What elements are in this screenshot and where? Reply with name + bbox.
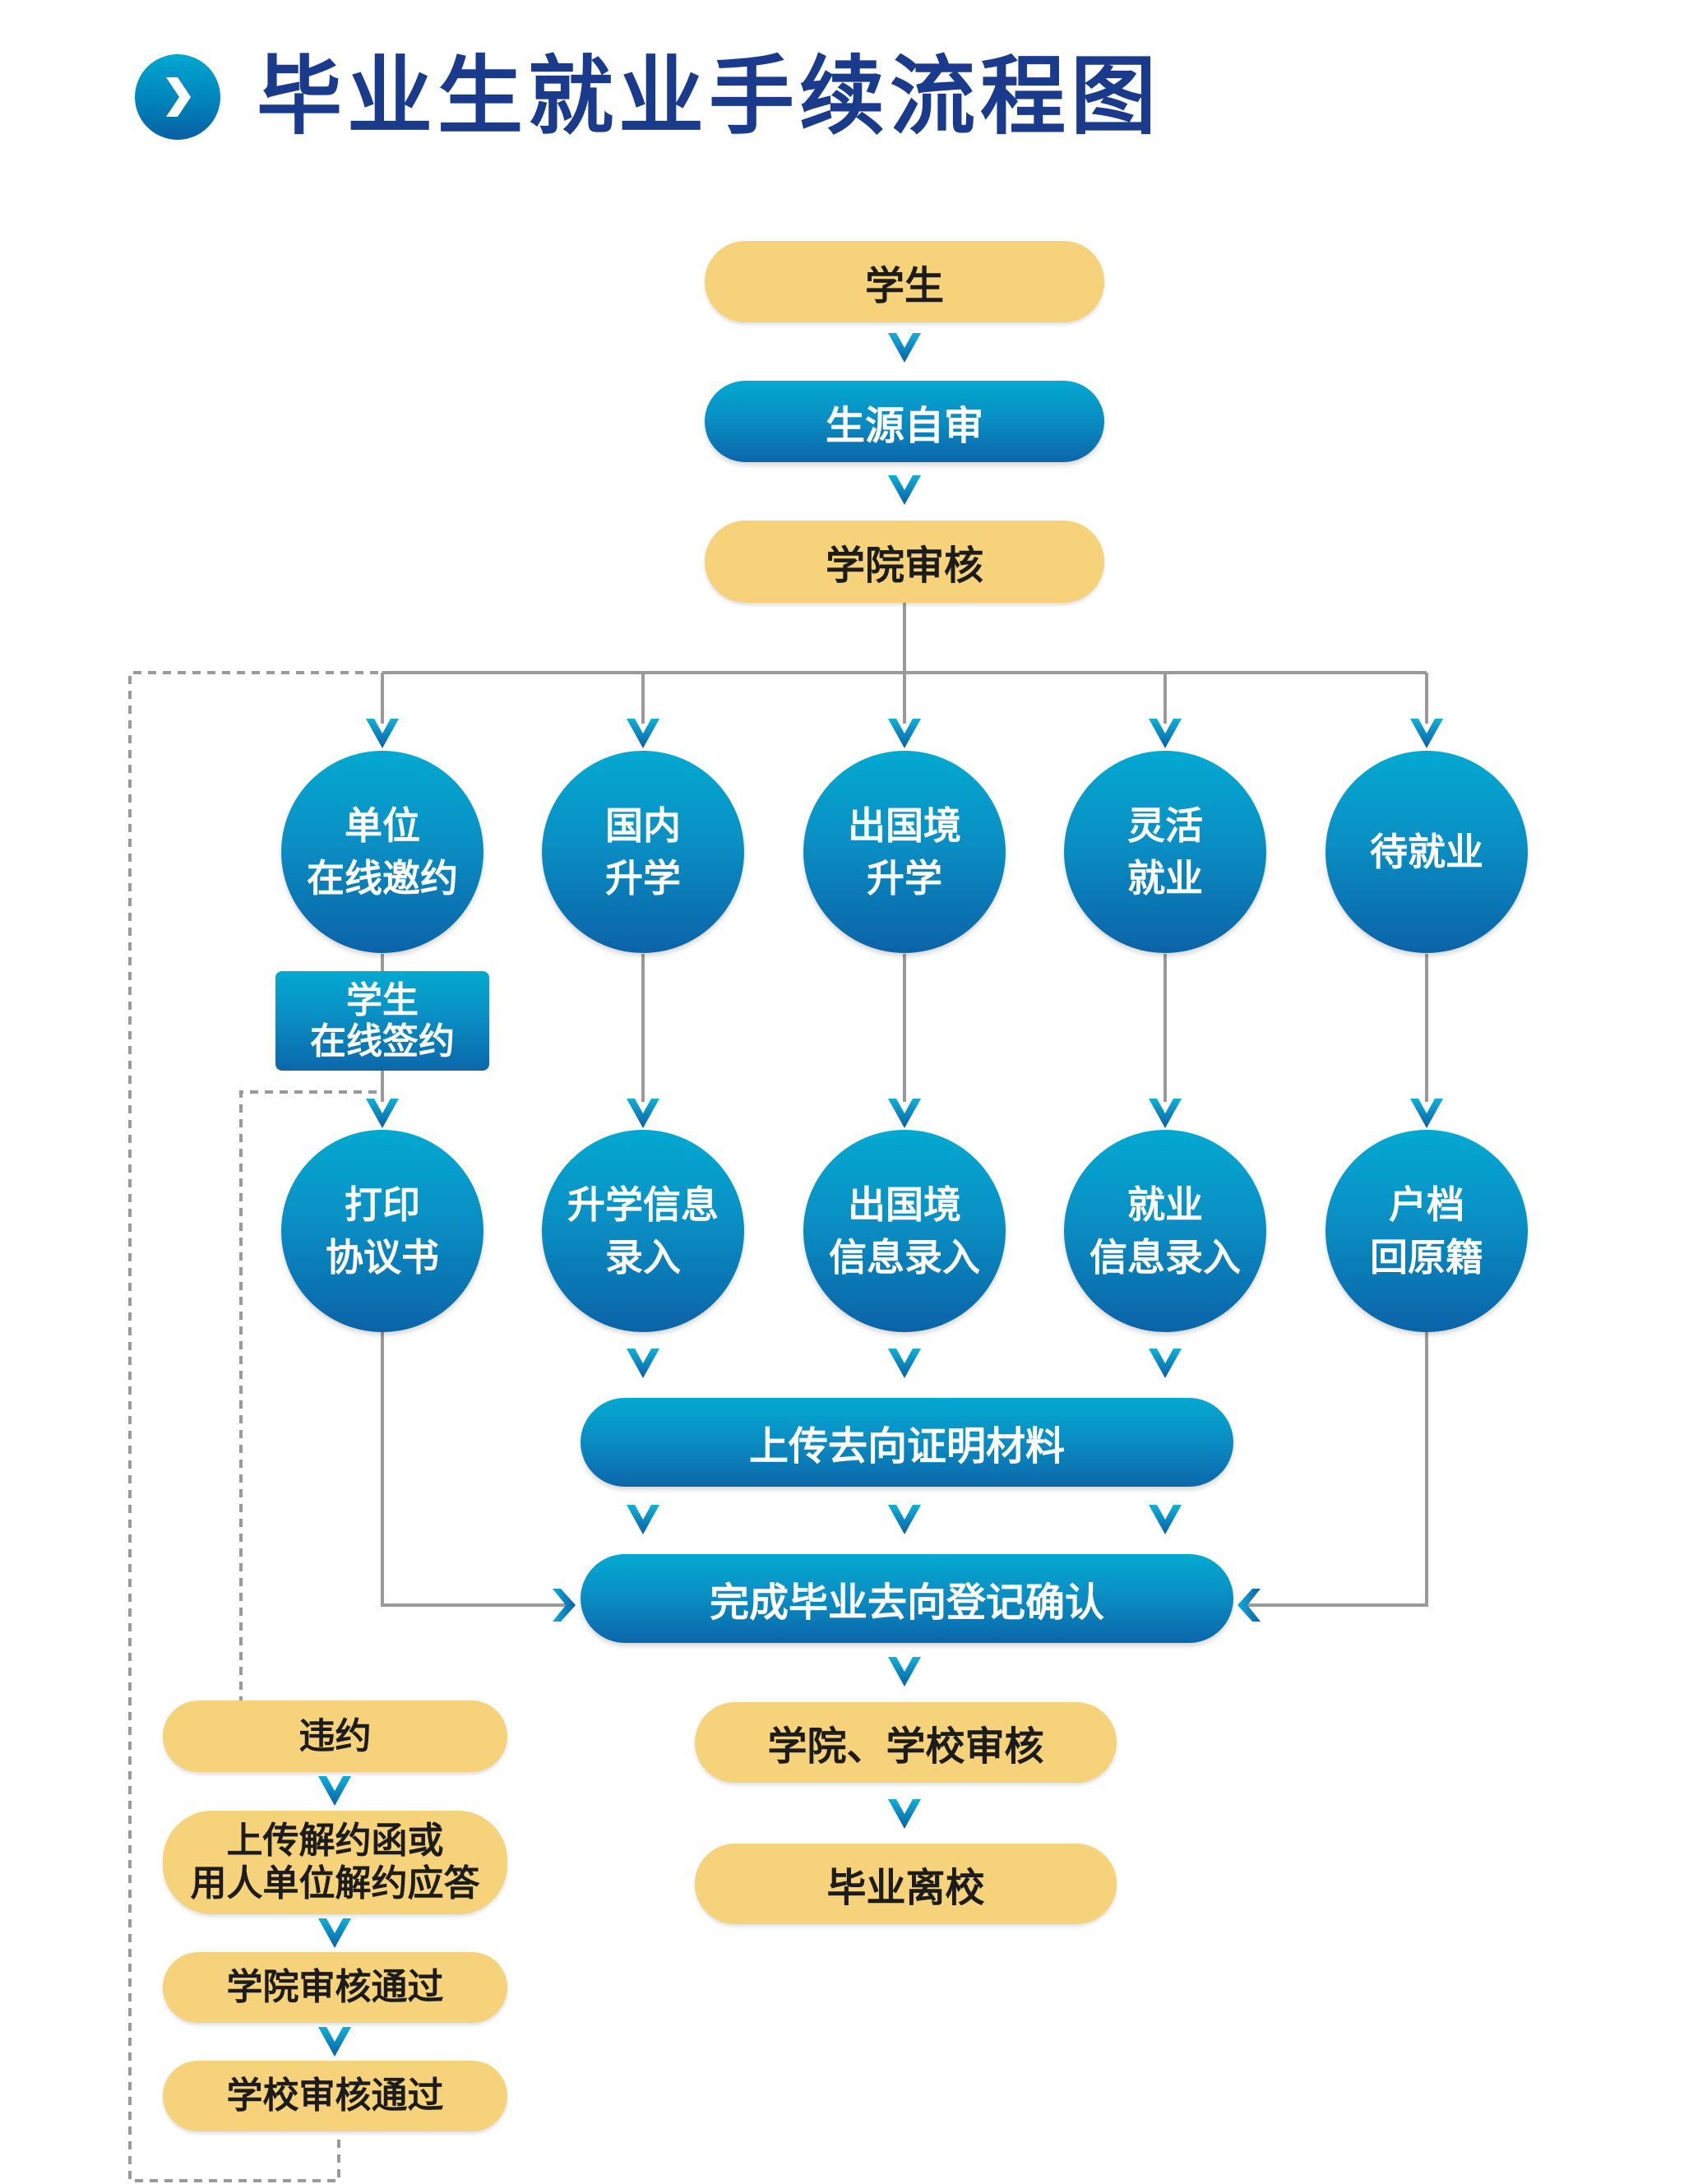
node-label-line: 升学 [605,856,681,900]
node-label-line: 出国境 [848,1182,961,1227]
node-label: 生源自审 [825,402,983,449]
node-label-line: 待就业 [1370,830,1483,874]
dashed-loop-outer [128,671,378,2182]
left-return-line [381,1332,567,1607]
node-final-review: 学院、学校审核 [695,1702,1117,1783]
node-label: 学院审核通过 [226,1966,444,2008]
node-label-line: 信息录入 [1090,1235,1241,1279]
node-label-line: 学生 [346,979,419,1021]
node-label-line: 在线邀约 [307,856,458,900]
node-pending-employment: 待就业 [1325,751,1528,953]
node-employer-invite: 单位在线邀约 [281,751,483,953]
right-return-line [1246,1332,1428,1607]
node-label: 学院审核 [825,543,983,589]
node-print-agreement: 打印协议书 [281,1130,483,1332]
node-label-line: 打印 [345,1182,420,1227]
node-label-line: 协议书 [326,1235,439,1279]
node-label-line: 上传解约函或 [226,1820,444,1862]
node-college-review: 学院审核 [705,521,1104,603]
node-label: 学生 [864,262,944,309]
node-student-online-sign: 学生 在线签约 [275,971,489,1071]
node-study-info-entry: 升学信息录入 [542,1130,744,1332]
node-confirm-registration: 完成毕业去向登记确认 [581,1554,1233,1643]
node-college-pass: 学院审核通过 [163,1952,507,2023]
node-label-line: 录入 [605,1235,681,1279]
node-label-line: 用人单位解约应答 [190,1862,480,1904]
branch-drops [381,673,1428,724]
node-label-line: 户档 [1389,1182,1464,1227]
node-label-line: 就业 [1127,856,1203,900]
node-label-line: 在线签约 [310,1020,455,1062]
dashed-loop-inner [239,1090,377,1700]
node-label-line: 信息录入 [829,1235,980,1279]
node-label-line: 出国境 [848,803,961,848]
node-label: 学校审核通过 [226,2075,444,2117]
node-upload-release: 上传解约函或 用人单位解约应答 [163,1811,507,1914]
node-label: 学院、学校审核 [767,1724,1044,1770]
node-label-line: 单位 [345,803,420,848]
node-label-line: 灵活 [1127,803,1203,848]
node-label: 上传去向证明材料 [748,1423,1065,1469]
node-abroad-study: 出国境升学 [803,751,1006,953]
column-lines [381,954,1428,1102]
node-label: 毕业离校 [826,1865,985,1911]
node-school-pass: 学校审核通过 [163,2061,507,2131]
title-chevron-icon [135,54,220,140]
node-return-household: 户档回原籍 [1325,1130,1528,1332]
node-domestic-study: 国内升学 [542,751,744,953]
node-label-line: 升学信息 [567,1182,719,1227]
node-employment-info-entry: 就业信息录入 [1064,1130,1266,1332]
node-upload-proof: 上传去向证明材料 [581,1398,1233,1487]
page-title: 毕业生就业手续流程图 [257,46,1162,146]
node-label: 违约 [298,1714,372,1757]
node-label-line: 国内 [605,803,681,848]
node-label-line: 升学 [867,856,942,900]
node-self-review: 生源自审 [705,381,1104,462]
node-flexible-employment: 灵活就业 [1064,751,1266,953]
node-label-line: 回原籍 [1370,1235,1483,1279]
node-leave-school: 毕业离校 [695,1844,1117,1924]
node-breach: 违约 [163,1700,507,1772]
node-label-line: 就业 [1127,1182,1203,1227]
node-abroad-info-entry: 出国境信息录入 [803,1130,1006,1332]
node-label: 完成毕业去向登记确认 [709,1580,1104,1626]
node-student: 学生 [705,241,1104,322]
